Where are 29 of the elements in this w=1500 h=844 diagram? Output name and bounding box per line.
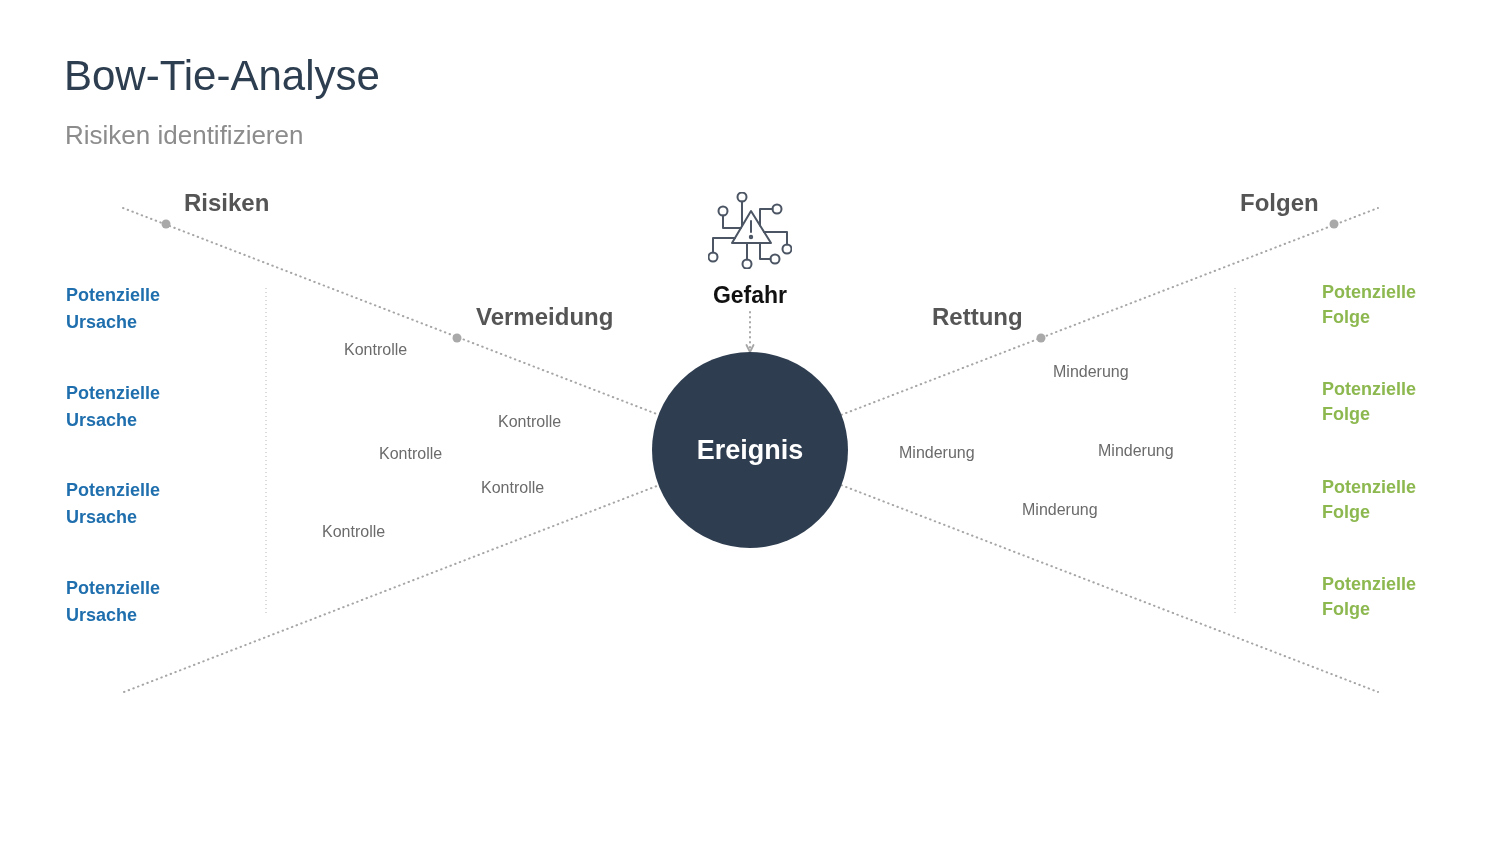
dotted-line (123, 484, 660, 693)
cause-label: Potenzielle Ursache (66, 382, 161, 432)
mitigation-label: Minderung (899, 443, 975, 463)
control-label: Kontrolle (498, 412, 562, 432)
mitigation-label: Minderung (1098, 441, 1174, 461)
section-heading: Risiken (184, 189, 270, 217)
event-circle: Ereignis (652, 352, 848, 548)
control-label: Kontrolle (322, 522, 386, 542)
consequence-label: Potenzielle Folge (1322, 573, 1417, 621)
page-subtitle: Risiken identifizieren (65, 120, 304, 150)
mitigation-label: Minderung (1022, 500, 1098, 520)
control-label: Kontrolle (344, 340, 408, 360)
dotted-line (840, 207, 1379, 416)
consequence-label: Potenzielle Folge (1322, 281, 1417, 329)
consequence-label: Potenzielle Folge (1322, 476, 1417, 524)
cause-label: Potenzielle Ursache (66, 479, 161, 529)
consequence-label: Potenzielle Folge (1322, 378, 1417, 426)
section-heading: Folgen (1240, 189, 1319, 217)
hazard-label: Gefahr (712, 281, 788, 309)
control-label: Kontrolle (379, 444, 443, 464)
control-label: Kontrolle (481, 478, 545, 498)
dotted-line (840, 484, 1379, 693)
section-heading: Rettung (932, 303, 1023, 331)
page-title: Bow-Tie-Analyse (64, 52, 380, 100)
cause-label: Potenzielle Ursache (66, 284, 161, 334)
dotted-arrow (745, 311, 755, 353)
mitigation-label: Minderung (1053, 362, 1129, 382)
cause-label: Potenzielle Ursache (66, 577, 161, 627)
section-heading: Vermeidung (476, 303, 614, 331)
